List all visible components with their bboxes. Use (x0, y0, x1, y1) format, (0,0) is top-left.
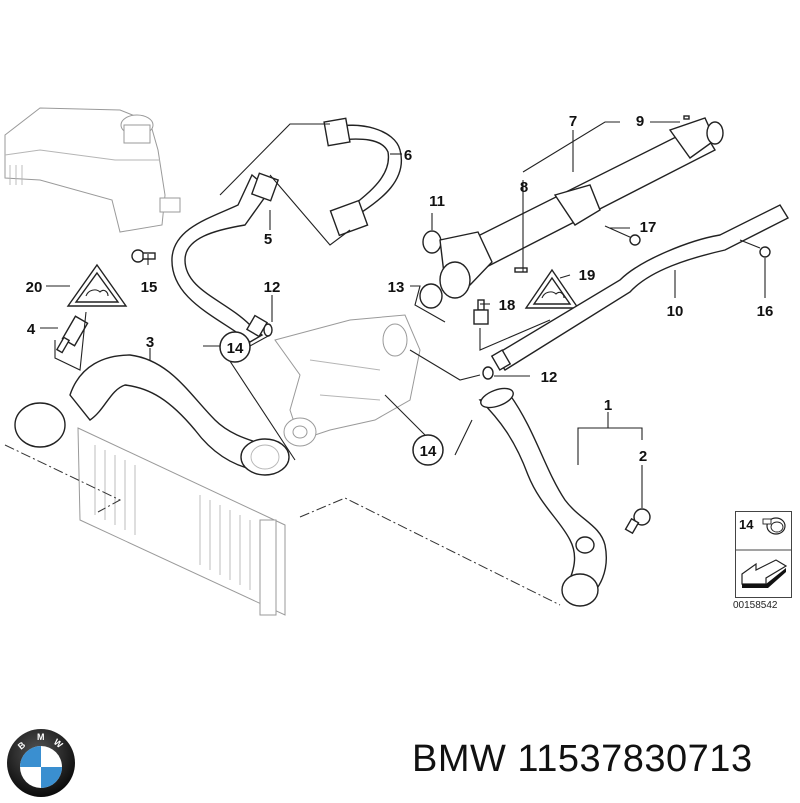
dash-leader-lines (4, 444, 561, 606)
sensor-18 (473, 299, 489, 325)
bmw-logo: B M W (6, 728, 76, 798)
callout-10[interactable]: 10 (667, 303, 684, 320)
radiator (77, 427, 286, 616)
dowel-8 (514, 267, 528, 273)
callout-15[interactable]: 15 (141, 279, 158, 296)
hose-3 (14, 354, 290, 476)
callout-3[interactable]: 3 (146, 334, 154, 351)
callout-9[interactable]: 9 (636, 113, 644, 130)
expansion-tank (4, 107, 181, 233)
logo-letter-b: B (16, 739, 28, 751)
svg-text:14: 14 (227, 340, 244, 357)
sealing-ring-13 (419, 283, 443, 309)
o-ring-12a (263, 323, 273, 337)
callout-14b[interactable]: 14 (412, 434, 444, 466)
callout-6[interactable]: 6 (404, 147, 412, 164)
legend-box: 14 (735, 511, 792, 598)
pipe-10 (490, 204, 789, 371)
plug-9 (683, 115, 690, 120)
callout-12b[interactable]: 12 (541, 369, 558, 386)
bolt-17 (604, 225, 641, 246)
bolt-16 (739, 239, 771, 258)
o-ring-12b (482, 366, 494, 380)
callout-8[interactable]: 8 (520, 179, 528, 196)
water-pump (274, 314, 421, 447)
callout-11[interactable]: 11 (429, 193, 445, 210)
warning-label-19 (524, 268, 580, 309)
hose-5 (171, 172, 280, 343)
legend-clamp-label: 14 (739, 517, 754, 532)
coolant-pipe-7 (439, 117, 724, 299)
logo-letter-m: M (37, 732, 45, 742)
callout-14a[interactable]: 14 (219, 331, 251, 363)
callout-18[interactable]: 18 (499, 297, 516, 314)
callout-16[interactable]: 16 (757, 303, 774, 320)
callout-12a[interactable]: 12 (264, 279, 281, 296)
callout-5[interactable]: 5 (264, 231, 272, 248)
callout-13[interactable]: 13 (388, 279, 405, 296)
callout-19[interactable]: 19 (579, 267, 596, 284)
warning-label-20 (66, 263, 128, 307)
parts-diagram: 14 14 1 2 3 4 5 6 7 8 9 10 11 12 12 13 1… (4, 107, 789, 616)
diagram-code: 00158542 (733, 600, 778, 611)
callout-1[interactable]: 1 (604, 397, 612, 414)
hose-1 (478, 387, 607, 607)
sensor-4 (55, 315, 89, 354)
callout-7[interactable]: 7 (569, 113, 577, 130)
arrow-icon (741, 559, 788, 588)
callout-17[interactable]: 17 (640, 219, 657, 236)
callout-4[interactable]: 4 (27, 321, 36, 338)
bleed-screw-2 (624, 508, 651, 535)
logo-quadrant-br (41, 767, 62, 788)
hose-6 (323, 117, 403, 237)
o-ring-11 (422, 230, 442, 254)
callout-2[interactable]: 2 (639, 448, 647, 465)
callout-20[interactable]: 20 (26, 279, 43, 296)
part-number-title: BMW 11537830713 (412, 738, 753, 780)
logo-quadrant-tl (20, 746, 41, 767)
bolt-15 (131, 249, 156, 263)
hose-clamp-icon (762, 517, 786, 535)
svg-text:14: 14 (420, 443, 437, 460)
